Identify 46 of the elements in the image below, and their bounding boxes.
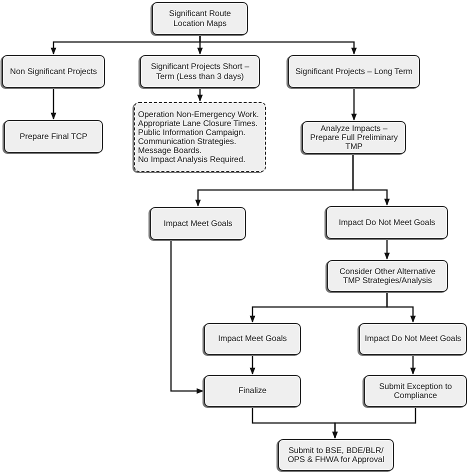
process-box — [2, 55, 105, 88]
box-text: Prepare Final TCP — [20, 132, 88, 141]
arrow — [197, 88, 203, 102]
box-text: Finalize — [238, 386, 267, 396]
box-text: Submit Exception to Compliance — [378, 382, 453, 400]
box-text: Significant Projects Short – Term (Less than 3 days) — [150, 62, 250, 81]
process-box — [140, 55, 260, 88]
box-text: Impact Meet Goals — [218, 334, 287, 344]
box-text: Message Boards. — [138, 146, 202, 156]
box-text: Impact Meet Goals — [164, 218, 232, 228]
box-text: No Impact Analysis Required. — [138, 155, 246, 164]
box-text: Significant Route Location Maps — [168, 9, 232, 28]
process-box — [326, 206, 448, 239]
box-text: Significant Projects – Long Term — [295, 66, 413, 76]
box-text: Communication Strategies. — [138, 137, 236, 146]
box-text: Impact Do Not Meet Goals — [364, 334, 462, 344]
arrow — [170, 240, 204, 394]
process-box — [278, 439, 394, 471]
box-text: Submit to BSE, BDE/BLR/ OPS & FHWA for Approval — [286, 446, 386, 464]
box-text: Public Information Campaign. — [138, 128, 246, 137]
process-box — [359, 323, 467, 355]
process-box — [364, 375, 467, 407]
box-text: Appropriate Lane Closure Times. — [138, 118, 258, 128]
note-box — [134, 102, 266, 172]
arrow — [332, 407, 416, 439]
box-text: Non Significant Projects — [10, 66, 97, 76]
process-box — [152, 2, 248, 35]
arrow — [386, 292, 416, 323]
arrow — [199, 35, 357, 55]
process-box — [327, 260, 448, 292]
arrow — [384, 239, 390, 260]
process-box — [204, 375, 301, 407]
process-box — [204, 323, 301, 355]
process-box — [288, 55, 420, 88]
arrow — [351, 88, 357, 121]
arrow — [50, 88, 56, 120]
box-text: Consider Other Alternative TMP Strategies/Analysis — [338, 266, 437, 286]
box-text: Impact Do Not Meet Goals — [338, 218, 436, 227]
arrow — [410, 355, 416, 375]
arrow — [250, 355, 256, 375]
process-box — [302, 121, 406, 154]
box-text: Operation Non-Emergency Work. — [138, 110, 259, 119]
box-text: Analyze Impacts – Prepare Full Preliminary TMP — [309, 124, 399, 152]
arrow — [352, 154, 390, 206]
process-box — [150, 207, 246, 240]
process-box — [4, 120, 103, 153]
